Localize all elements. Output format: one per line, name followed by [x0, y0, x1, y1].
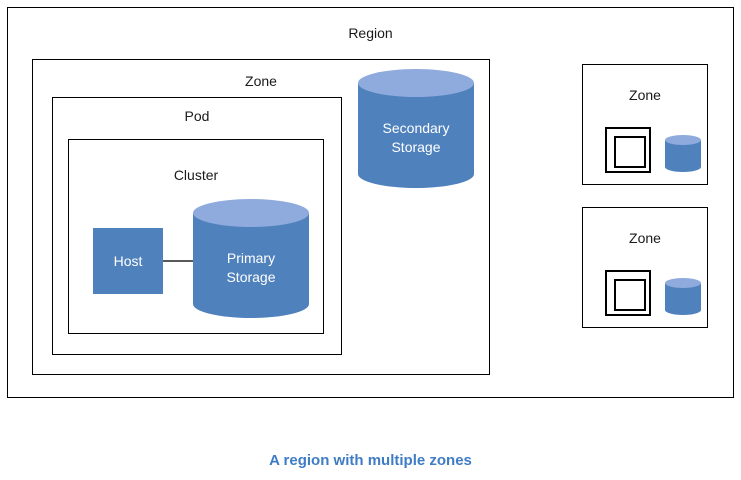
zone-container-secondary-1: Zone — [582, 64, 708, 185]
primary-storage-label: Primary Storage — [193, 249, 309, 287]
cylinder-top-ellipse — [665, 135, 701, 145]
cylinder-bottom-cap — [665, 162, 701, 172]
diagram-caption: A region with multiple zones — [269, 452, 472, 469]
pod-container: Pod — [52, 97, 342, 355]
secondary-storage-cylinder-icon: Secondary Storage — [358, 69, 474, 188]
cylinder-bottom-cap — [665, 305, 701, 315]
cylinder-body — [193, 213, 309, 304]
cluster-square-icon — [614, 279, 646, 311]
cylinder-body — [358, 83, 474, 174]
primary-storage-cylinder-icon: Primary Storage — [193, 199, 309, 318]
primary-storage-label-line1: Primary — [226, 250, 276, 266]
pod-label: Pod — [184, 108, 210, 124]
cluster-container: Cluster — [68, 139, 324, 334]
secondary-storage-label-line1: Secondary — [382, 120, 450, 136]
zone-container-main: Zone — [32, 59, 490, 375]
zone-label: Zone — [629, 230, 661, 246]
cylinder-top-ellipse — [193, 199, 309, 227]
storage-cylinder-icon — [665, 278, 701, 315]
cluster-label: Cluster — [173, 167, 219, 183]
region-label: Region — [348, 25, 393, 41]
host-node: Host — [93, 228, 163, 294]
host-label: Host — [113, 253, 143, 269]
pod-square-icon — [605, 127, 651, 173]
cluster-square-icon — [614, 136, 646, 168]
cylinder-top-ellipse — [665, 278, 701, 288]
zone-label: Zone — [629, 87, 661, 103]
zone-main-label: Zone — [245, 73, 277, 89]
region-container: Region — [7, 7, 734, 398]
secondary-storage-label-line2: Storage — [391, 139, 441, 155]
cylinder-top-ellipse — [358, 69, 474, 97]
primary-storage-label-line2: Storage — [226, 269, 276, 285]
secondary-storage-label: Secondary Storage — [358, 119, 474, 157]
storage-cylinder-icon — [665, 135, 701, 172]
pod-square-icon — [605, 270, 651, 316]
zone-container-secondary-2: Zone — [582, 207, 708, 328]
host-to-primary-storage-connector — [163, 260, 195, 262]
